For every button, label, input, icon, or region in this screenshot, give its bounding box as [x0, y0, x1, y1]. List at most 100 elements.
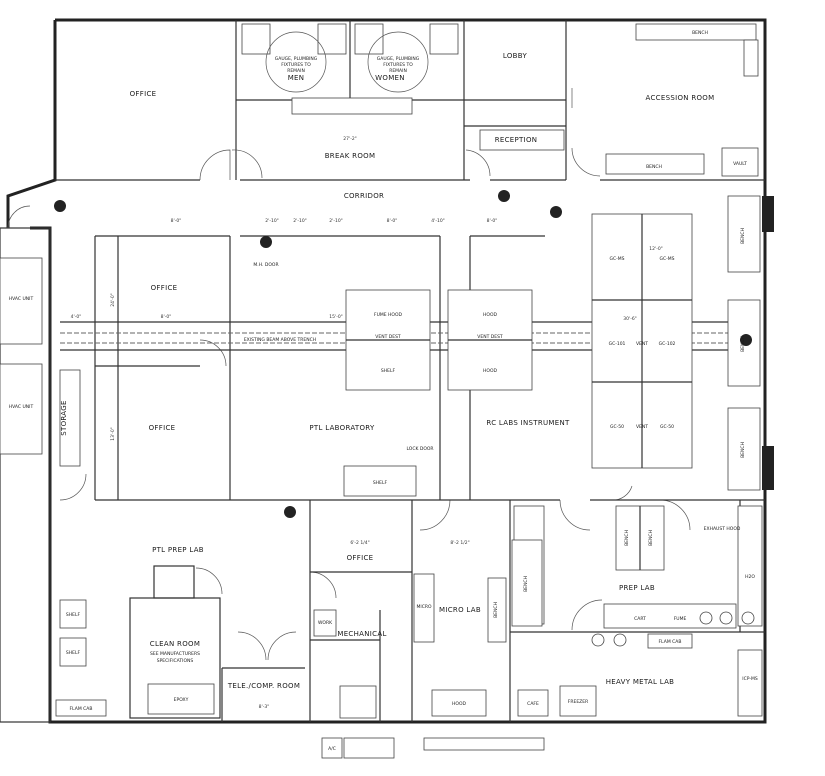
label-clean-room: CLEAN ROOM [150, 640, 200, 648]
label-work: WORK [318, 620, 333, 626]
label-vent-gc: VENT [636, 341, 648, 347]
label-freezer: FREEZER [568, 699, 588, 705]
label-fixture-note-women-3: REMAIN [389, 68, 407, 74]
icp-ms-box [737, 649, 763, 717]
accession-bench-side [743, 39, 759, 77]
marker-6 [740, 334, 752, 346]
rc-bench-east-3 [727, 407, 761, 491]
label-micro-bench: BENCH [493, 602, 499, 618]
shelf-unit [343, 465, 417, 497]
label-bench-accession: BENCH [692, 30, 708, 36]
column-ne [762, 196, 774, 232]
label-gc-102: GC-102 [659, 341, 676, 347]
ac-rail [343, 737, 395, 759]
label-mh-door: M.H. DOOR [253, 262, 278, 268]
hvac-unit-1 [0, 257, 43, 345]
label-women: WOMEN [375, 74, 405, 82]
label-fume-hood-1: FUME HOOD [374, 312, 403, 318]
dim-corridor-4: 8'-0" [387, 218, 398, 224]
label-micro-lab: MICRO LAB [439, 606, 481, 614]
rc-bench-east-1 [727, 195, 761, 273]
label-gc-ms-1: GC-MS [610, 256, 625, 262]
label-ac: A/C [328, 746, 336, 752]
label-shelf-unit: SHELF [373, 480, 388, 486]
reception-counter [479, 129, 565, 151]
flam-cab-box [647, 633, 693, 649]
toilet-stall-2 [317, 23, 347, 55]
label-gc-101: GC-101 [609, 341, 626, 347]
label-flam-cab: FLAM CAB [659, 639, 682, 645]
label-office-c: OFFICE [347, 554, 374, 562]
marker-5 [284, 506, 296, 518]
label-vent-dest-1: VENT DEST [375, 334, 401, 340]
storage-strip [59, 369, 81, 467]
label-office-a: OFFICE [151, 284, 178, 292]
dim-office-a-vert: 24'-0" [110, 293, 116, 307]
label-reception: RECEPTION [495, 136, 538, 144]
label-fume: FUME [674, 616, 687, 622]
label-mechanical: MECHANICAL [337, 630, 386, 638]
dim-corridor-5: 4'-10" [431, 218, 445, 224]
lab-fixtures [55, 195, 763, 759]
dim-office-a: 8'-0" [171, 218, 182, 224]
dim-micro-lab: 8'-2 1/2" [450, 540, 469, 546]
label-fixture-note-men-3: REMAIN [287, 68, 305, 74]
prep-counter [603, 603, 737, 629]
micro-bench [487, 577, 507, 643]
exhaust-hood [737, 505, 763, 627]
prep-shelf-2 [59, 637, 87, 667]
turning-circle-men [265, 31, 327, 93]
sink-counter [291, 97, 413, 115]
marker-2 [498, 190, 510, 202]
label-accession-room: ACCESSION ROOM [646, 94, 715, 102]
label-hood-micro: HOOD [452, 701, 466, 707]
label-men: MEN [288, 74, 305, 82]
label-bench-east-3: BENCH [740, 442, 746, 458]
rc-bench-south [511, 539, 543, 627]
label-tele-comp-room: TELE./COMP. ROOM [227, 682, 300, 690]
gas-2 [613, 633, 627, 647]
exterior-walls [0, 18, 774, 724]
prep-shelf-1 [59, 599, 87, 629]
label-ptl-prep-lab: PTL PREP LAB [152, 546, 204, 554]
sink-3 [741, 611, 755, 625]
label-lobby: LOBBY [503, 52, 528, 60]
cafe-box [517, 689, 549, 717]
label-shelf-ptl: SHELF [381, 368, 396, 374]
marker-1 [54, 200, 66, 212]
label-shelf-prep-2: SHELF [66, 650, 81, 656]
label-epoxy: EPOXY [174, 697, 189, 703]
label-fixture-note-women-2: FIXTURES TO [383, 62, 413, 68]
accession-bench-top [635, 23, 757, 41]
dim-rc-labs: 30'-6" [623, 316, 637, 322]
sink-2 [719, 611, 733, 625]
label-fixture-note-women-1: GAUGE, PLUMBING [377, 56, 420, 62]
label-bench-east-1: BENCH [740, 228, 746, 244]
column-se [762, 446, 774, 490]
label-clean-note-2: SPECIFICATIONS [157, 658, 194, 664]
dim-office-c: 6'-2 1/4" [350, 540, 369, 546]
label-office-ne: OFFICE [130, 90, 157, 98]
label-shelf-prep-1: SHELF [66, 612, 81, 618]
label-bench-prep-1: BENCH [624, 530, 630, 546]
label-hvac-2: HVAC UNIT [9, 404, 34, 410]
label-vent-gc-2: VENT [636, 424, 648, 430]
label-micro: MICRO [416, 604, 431, 610]
label-h2o: H2O [745, 574, 755, 580]
label-prep-lab: PREP LAB [619, 584, 655, 592]
work-box [313, 609, 337, 637]
label-bench-rc-south: BENCH [523, 576, 529, 592]
label-bench-prep-2: BENCH [648, 530, 654, 546]
dim-corridor-2: 2'-10" [293, 218, 307, 224]
dim-office-a-inner: 8'-0" [161, 314, 172, 320]
clean-room-vestibule [153, 565, 195, 599]
marker-4 [260, 236, 272, 248]
label-hood-rc-2: HOOD [483, 368, 497, 374]
label-vault: VAULT [733, 161, 747, 167]
freezer-box [559, 685, 597, 717]
label-bench-accession-bottom: BENCH [646, 164, 662, 170]
room-labels: OFFICE MEN WOMEN LOBBY ACCESSION ROOM BR… [60, 52, 714, 690]
label-fixture-note-men-2: FIXTURES TO [281, 62, 311, 68]
dim-tele-comp: 8'-3" [259, 704, 270, 710]
